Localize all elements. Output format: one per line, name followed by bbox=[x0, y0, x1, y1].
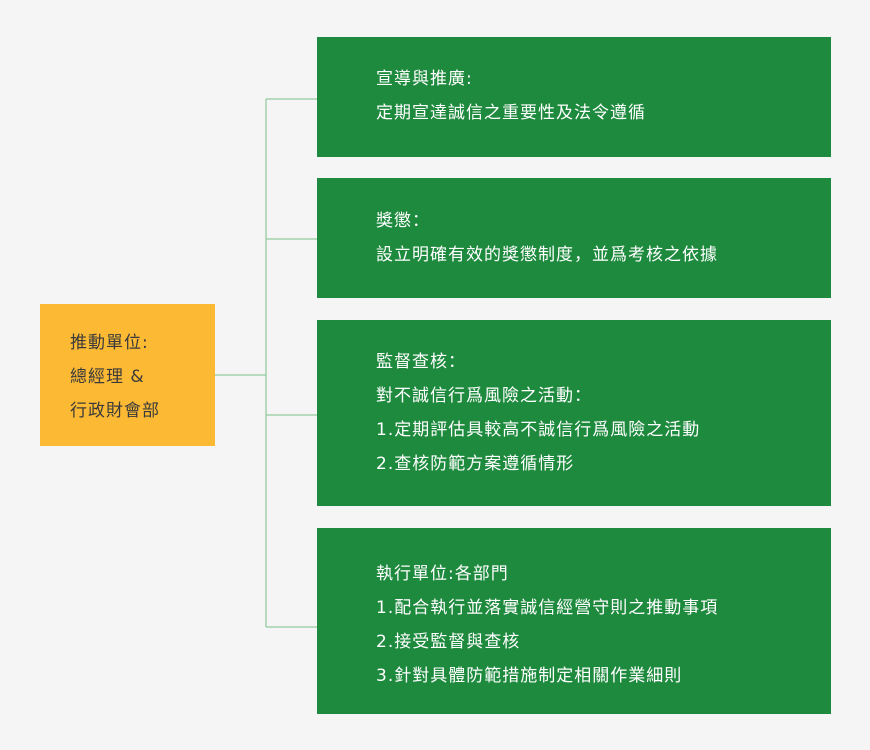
root-line-1: 推動單位: bbox=[70, 333, 149, 353]
root-line-3: 行政財會部 bbox=[70, 401, 160, 421]
branch-3-title: 監督查核： bbox=[376, 352, 466, 372]
branch-2-title: 獎懲： bbox=[376, 211, 430, 231]
branch-4-line-3: 2.接受監督與查核 bbox=[376, 632, 521, 652]
branch-4-title: 執行單位:各部門 bbox=[376, 564, 509, 584]
branch-4-line-4: 3.針對具體防範措施制定相關作業細則 bbox=[376, 666, 683, 686]
branch-node-execution-unit: 執行單位:各部門 1.配合執行並落實誠信經營守則之推動事項 2.接受監督與查核 … bbox=[317, 528, 831, 714]
root-node-promotion-unit: 推動單位: 總經理 & 行政財會部 bbox=[40, 304, 215, 446]
branch-1-title: 宣導與推廣: bbox=[376, 69, 473, 89]
branch-3-line-3: 1.定期評估具較高不誠信行爲風險之活動 bbox=[376, 420, 701, 440]
branch-1-line-2: 定期宣達誠信之重要性及法令遵循 bbox=[376, 103, 646, 123]
branch-node-audit: 監督查核： 對不誠信行爲風險之活動： 1.定期評估具較高不誠信行爲風險之活動 2… bbox=[317, 320, 831, 506]
root-line-2: 總經理 & bbox=[70, 367, 145, 387]
branch-3-line-4: 2.查核防範方案遵循情形 bbox=[376, 454, 575, 474]
branch-node-rewards-penalties: 獎懲： 設立明確有效的獎懲制度，並爲考核之依據 bbox=[317, 178, 831, 298]
branch-node-advocacy: 宣導與推廣: 定期宣達誠信之重要性及法令遵循 bbox=[317, 37, 831, 157]
branch-4-line-2: 1.配合執行並落實誠信經營守則之推動事項 bbox=[376, 598, 719, 618]
branch-3-line-2: 對不誠信行爲風險之活動： bbox=[376, 386, 592, 406]
branch-2-line-2: 設立明確有效的獎懲制度，並爲考核之依據 bbox=[376, 245, 718, 265]
